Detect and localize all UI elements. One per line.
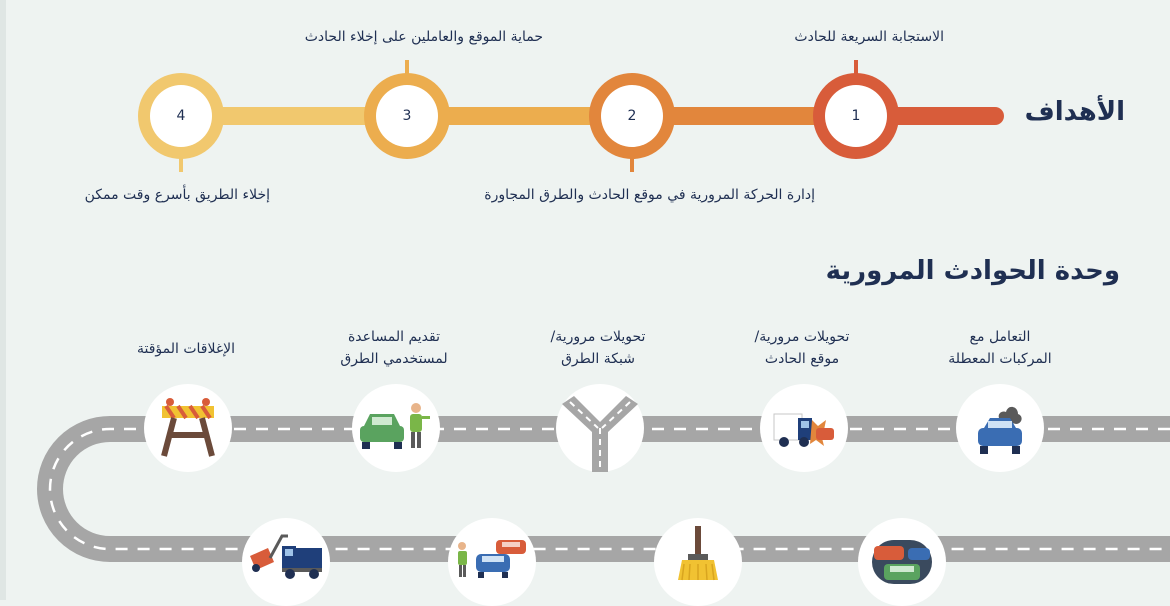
service-line: تقديم المساعدة <box>347 329 441 345</box>
crash-truck-icon <box>760 384 848 472</box>
goal-step-4: 4 <box>150 85 212 147</box>
service-label-1: التعامل مع المركبات المعطلة <box>910 326 1090 370</box>
service-label-2: تحويلات مرورية/ موقع الحادث <box>712 326 892 370</box>
unit-heading: وحدة الحوادث المرورية <box>825 256 1120 286</box>
left-edge-bar <box>0 0 6 600</box>
service-line: تحويلات مرورية/ <box>550 329 646 345</box>
barrier-icon <box>144 384 232 472</box>
goal-number: 3 <box>402 108 412 124</box>
tow-truck-icon <box>242 518 330 606</box>
goal-step-1: 1 <box>825 85 887 147</box>
service-label-3: تحويلات مرورية/ شبكة الطرق <box>508 326 688 370</box>
service-line: لمستخدمي الطرق <box>340 351 448 367</box>
service-line: التعامل مع <box>969 329 1031 345</box>
goal-step-2: 2 <box>601 85 663 147</box>
goal-number: 4 <box>176 108 186 124</box>
goal-number: 2 <box>627 108 637 124</box>
service-line: تحويلات مرورية/ <box>754 329 850 345</box>
service-label-4: تقديم المساعدة لمستخدمي الطرق <box>304 326 484 370</box>
goal-label-4: إخلاء الطريق بأسرع وقت ممكن <box>84 187 270 203</box>
service-line: شبكة الطرق <box>561 351 635 367</box>
road-fork-icon <box>556 384 644 472</box>
broom-icon <box>654 518 742 606</box>
officer-cars-icon <box>448 518 536 606</box>
goal-label-1: الاستجابة السريعة للحادث <box>794 29 944 45</box>
goal-label-3: حماية الموقع والعاملين على إخلاء الحادث <box>304 29 543 45</box>
goals-heading: الأهداف <box>1024 97 1125 127</box>
goal-label-2: إدارة الحركة المرورية في موقع الحادث وال… <box>484 187 815 203</box>
assistance-icon <box>352 384 440 472</box>
goal-number: 1 <box>851 108 861 124</box>
traffic-jam-icon <box>858 518 946 606</box>
service-line: موقع الحادث <box>764 351 840 367</box>
service-line: الإغلاقات المؤقتة <box>136 341 236 357</box>
broken-car-icon <box>956 384 1044 472</box>
goal-step-3: 3 <box>376 85 438 147</box>
service-label-5: الإغلاقات المؤقتة <box>96 338 276 360</box>
service-line: المركبات المعطلة <box>948 351 1052 367</box>
